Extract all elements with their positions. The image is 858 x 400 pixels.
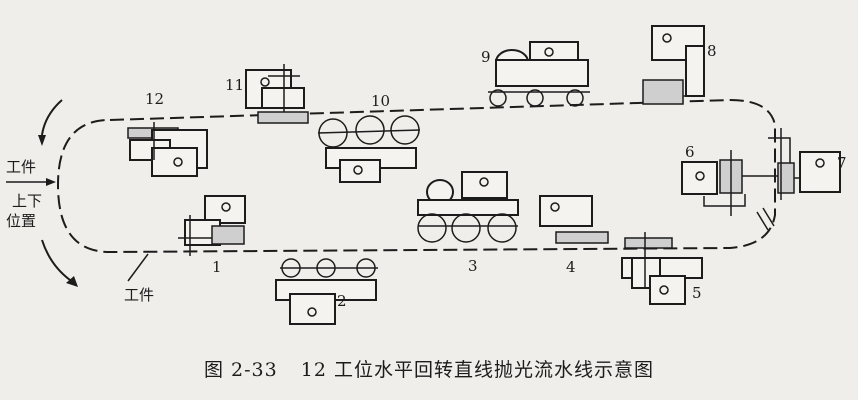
rotation-arrow-bottom xyxy=(41,239,71,281)
station-8 xyxy=(642,25,705,105)
rotation-arrow-top xyxy=(41,99,63,136)
workpiece-leader xyxy=(127,253,149,282)
label-loading-line3: 位置 xyxy=(6,212,36,230)
label-station-1: 1 xyxy=(212,258,222,276)
figure-title: 12 工位水平回转直线抛光流水线示意图 xyxy=(300,359,654,381)
label-station-4: 4 xyxy=(566,258,576,276)
conveyor-loop xyxy=(56,98,776,254)
station-4 xyxy=(539,195,609,244)
station-11 xyxy=(245,64,309,124)
label-loading-line2: 上下 xyxy=(12,192,42,210)
arrowhead-bottom xyxy=(66,276,78,287)
label-station-3: 3 xyxy=(468,257,478,275)
loading-arrowhead xyxy=(46,178,56,186)
station-1 xyxy=(178,195,246,256)
label-station-2: 2 xyxy=(337,292,347,310)
label-station-10: 10 xyxy=(371,92,390,110)
label-station-12: 12 xyxy=(145,90,164,108)
station-5 xyxy=(621,232,703,305)
label-station-11: 11 xyxy=(225,76,244,94)
station-3 xyxy=(417,171,519,243)
station-9 xyxy=(488,41,590,107)
station-12 xyxy=(127,122,208,177)
station-10 xyxy=(317,115,421,183)
figure-number: 图 2-33 xyxy=(204,359,278,381)
label-loading-line1: 工件 xyxy=(6,158,36,176)
label-station-7: 7 xyxy=(837,154,847,172)
label-station-8: 8 xyxy=(707,42,717,60)
label-station-9: 9 xyxy=(481,48,491,66)
figure-caption: 图 2-33 12 工位水平回转直线抛光流水线示意图 xyxy=(0,355,858,382)
station-7 xyxy=(768,128,841,200)
label-station-5: 5 xyxy=(692,284,702,302)
label-workpiece: 工件 xyxy=(124,286,154,304)
station-6 xyxy=(681,150,778,231)
label-station-6: 6 xyxy=(685,143,695,161)
station-2 xyxy=(275,258,378,325)
arrowhead-top xyxy=(38,135,46,146)
